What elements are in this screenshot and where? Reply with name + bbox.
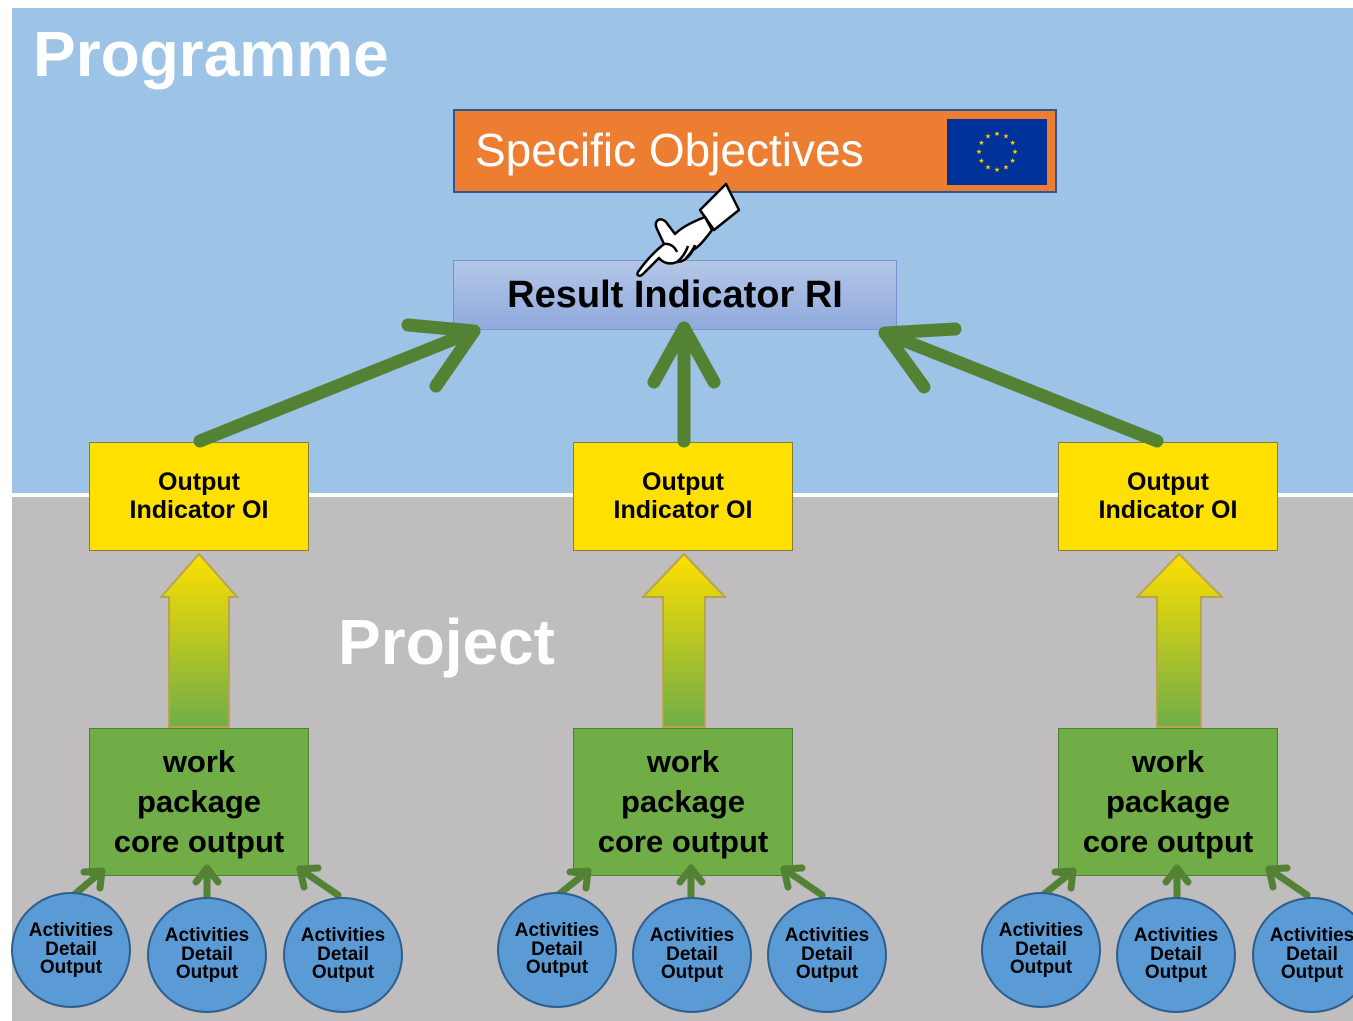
- arrow-wp1-to-oi: [158, 552, 240, 728]
- eu-flag-icon: ★★★ ★★★ ★★★ ★★★: [947, 119, 1047, 185]
- svg-text:★: ★: [1009, 139, 1015, 147]
- svg-text:★: ★: [1012, 148, 1018, 156]
- arrow-act2-2: [676, 864, 706, 901]
- output-indicator-box: Output Indicator OI: [1058, 442, 1278, 551]
- work-package-box: work package core output: [573, 728, 793, 876]
- activity-circle: Activities Detail Output: [1252, 897, 1353, 1013]
- programme-label: Programme: [33, 18, 389, 90]
- arrow-act2-1: [554, 867, 592, 899]
- activity-circle: Activities Detail Output: [1116, 897, 1236, 1013]
- work-package-label: work package core output: [597, 743, 769, 860]
- svg-text:★: ★: [1003, 164, 1009, 172]
- work-package-label: work package core output: [1082, 743, 1254, 860]
- svg-text:★: ★: [1009, 157, 1015, 165]
- activity-label: Activities Detail Output: [28, 920, 114, 979]
- arrow-act1-2: [192, 864, 222, 901]
- activity-circle: Activities Detail Output: [11, 892, 131, 1008]
- arrow-wp3-to-oi: [1134, 552, 1225, 728]
- activity-label: Activities Detail Output: [514, 920, 600, 979]
- arrow-act1-3: [296, 864, 342, 899]
- pointing-hand-icon: [636, 182, 741, 277]
- activity-label: Activities Detail Output: [1133, 925, 1219, 984]
- svg-text:★: ★: [985, 132, 991, 140]
- svg-text:★: ★: [978, 139, 984, 147]
- activity-label: Activities Detail Output: [1269, 925, 1353, 984]
- activity-label: Activities Detail Output: [164, 925, 250, 984]
- arrow-right-to-result: [878, 322, 1164, 448]
- activity-circle: Activities Detail Output: [283, 897, 403, 1013]
- activity-label: Activities Detail Output: [998, 920, 1084, 979]
- svg-text:★: ★: [976, 148, 982, 156]
- arrow-center-to-result: [647, 321, 721, 448]
- arrow-left-to-result: [193, 318, 481, 448]
- activity-circle: Activities Detail Output: [497, 892, 617, 1008]
- activity-circle: Activities Detail Output: [147, 897, 267, 1013]
- activity-label: Activities Detail Output: [300, 925, 386, 984]
- arrow-wp2-to-oi: [640, 552, 728, 728]
- svg-text:★: ★: [985, 164, 991, 172]
- svg-text:★: ★: [978, 157, 984, 165]
- arrow-act1-1: [70, 867, 106, 899]
- arrow-act3-3: [1265, 864, 1311, 899]
- output-indicator-label: Output Indicator OI: [1098, 468, 1238, 524]
- activity-label: Activities Detail Output: [784, 925, 870, 984]
- specific-objectives-box: Specific Objectives ★★★ ★★★ ★★★ ★★★: [453, 109, 1057, 193]
- specific-objectives-label: Specific Objectives: [475, 124, 864, 176]
- work-package-box: work package core output: [1058, 728, 1278, 876]
- arrow-act3-1: [1039, 867, 1077, 899]
- activity-label: Activities Detail Output: [649, 925, 735, 984]
- svg-text:★: ★: [994, 130, 1000, 138]
- arrow-act3-2: [1162, 864, 1192, 901]
- output-indicator-label: Output Indicator OI: [613, 468, 753, 524]
- activity-circle: Activities Detail Output: [632, 897, 752, 1013]
- result-indicator-label: Result Indicator RI: [507, 273, 843, 316]
- output-indicator-box: Output Indicator OI: [89, 442, 309, 551]
- project-label: Project: [338, 606, 555, 678]
- result-indicator-box: Result Indicator RI: [453, 260, 897, 330]
- work-package-label: work package core output: [113, 743, 285, 860]
- output-indicator-label: Output Indicator OI: [129, 468, 269, 524]
- svg-text:★: ★: [1003, 132, 1009, 140]
- work-package-box: work package core output: [89, 728, 309, 876]
- activity-circle: Activities Detail Output: [981, 892, 1101, 1008]
- svg-text:★: ★: [994, 166, 1000, 174]
- arrow-act2-3: [780, 864, 826, 899]
- activity-circle: Activities Detail Output: [767, 897, 887, 1013]
